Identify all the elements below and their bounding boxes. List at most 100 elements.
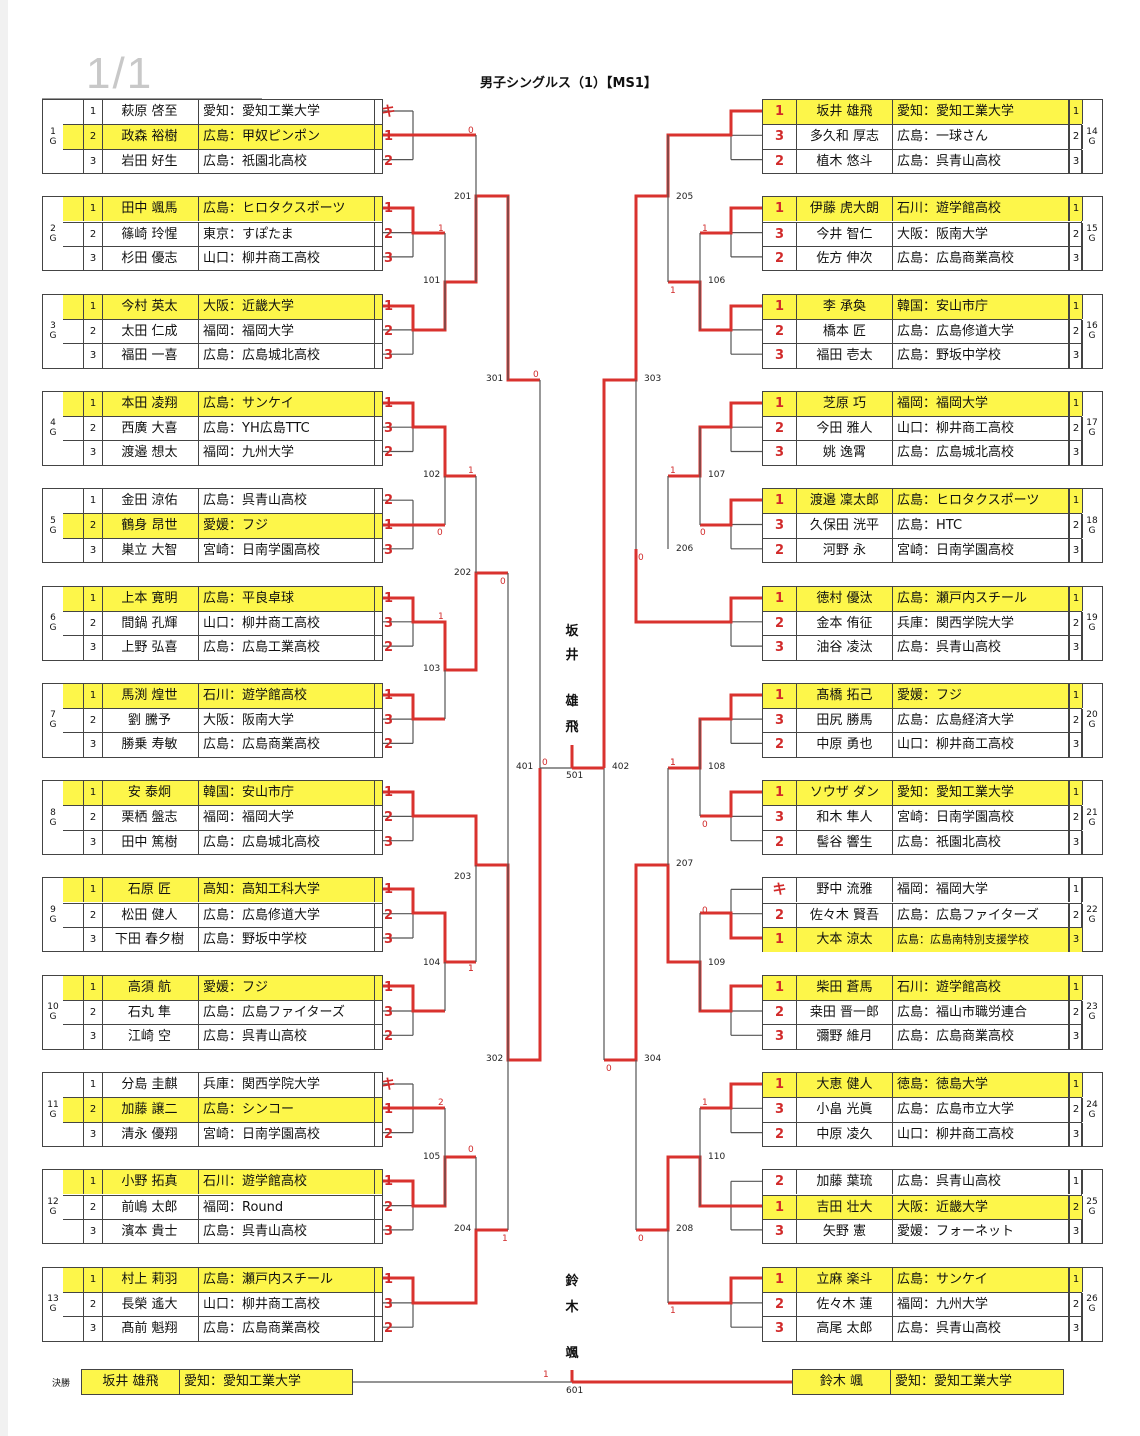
player-team: 広島：呉青山高校 bbox=[199, 1219, 375, 1244]
rank: 2 bbox=[763, 246, 797, 271]
player-name: 金田 涼佑 bbox=[101, 489, 199, 514]
rank: 1 bbox=[383, 129, 394, 145]
match-number: 301 bbox=[486, 374, 504, 384]
seed-number: 3 bbox=[83, 538, 103, 563]
final-right-player[interactable]: 鈴木 颯 愛知：愛知工業大学 bbox=[792, 1369, 1064, 1395]
rank: 3 bbox=[383, 542, 394, 558]
match-number: 109 bbox=[708, 958, 726, 968]
rank: 2 bbox=[383, 323, 394, 339]
final-left-player[interactable]: 坂井 雄飛 愛知：愛知工業大学 bbox=[81, 1369, 353, 1395]
match-number: 103 bbox=[423, 664, 441, 674]
match-score: 1 bbox=[468, 466, 474, 476]
player-name: ソウザ ダン bbox=[797, 781, 893, 806]
match-number: 402 bbox=[612, 762, 630, 772]
scrollbar[interactable] bbox=[0, 0, 8, 1436]
player-team: 愛媛：フジ bbox=[893, 683, 1069, 708]
winner-path bbox=[668, 693, 762, 770]
group-label: 18 G bbox=[1081, 489, 1102, 563]
group-label: 25 G bbox=[1081, 1170, 1102, 1244]
rank: キ bbox=[763, 878, 797, 903]
